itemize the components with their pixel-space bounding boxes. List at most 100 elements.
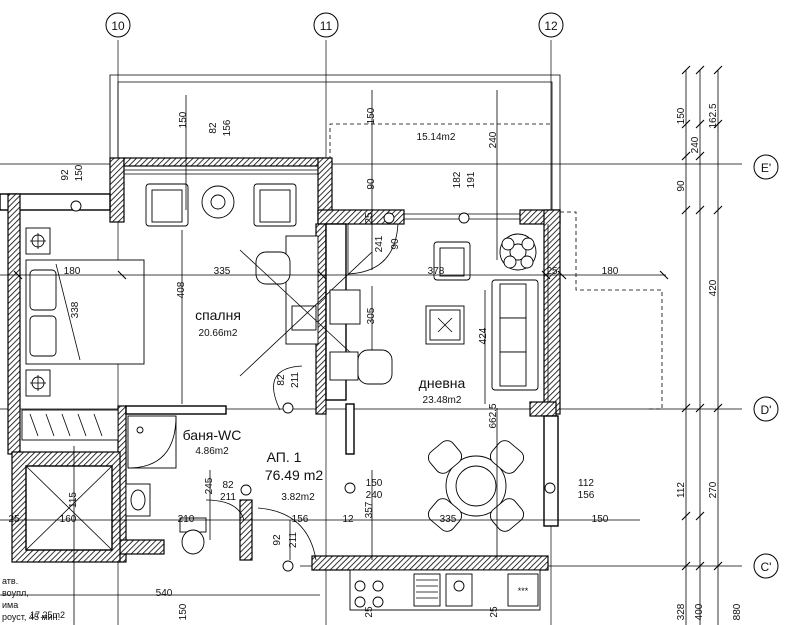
svg-text:92: 92 [60,169,71,181]
svg-text:241: 241 [374,235,385,252]
round-table-top [201,185,235,219]
terrace-area: 15.14m2 [417,132,456,143]
svg-text:92: 92 [272,534,283,546]
sink [125,483,151,517]
svg-text:335: 335 [214,266,231,277]
desk-bedroom [255,235,319,345]
armchair-left [145,183,189,227]
svg-text:210: 210 [178,514,195,525]
side-notes: атв. воупл, има роуст, 45 мин. 17.25m2 [2,576,65,622]
corridor-area: 3.82m2 [281,492,315,503]
armchair-living [433,241,471,281]
svg-text:156: 156 [292,514,309,525]
svg-text:211: 211 [290,372,301,388]
svg-text:245: 245 [204,477,215,494]
axis-bubble-12: 12 [538,12,564,38]
bedroom-name: спалня [195,307,241,323]
apartment-name: АП. 1 [267,449,302,465]
svg-text:156: 156 [578,490,595,501]
svg-text:150: 150 [366,107,377,124]
svg-text:82: 82 [222,480,234,491]
svg-text:162.5: 162.5 [708,103,719,128]
svg-text:180: 180 [602,266,619,277]
apartment-area: 76.49 m2 [265,467,324,483]
svg-text:115: 115 [68,492,79,508]
svg-text:25: 25 [364,606,375,618]
desk-living [329,289,393,385]
svg-text:240: 240 [488,131,499,148]
svg-text:10: 10 [111,19,125,33]
svg-text:182: 182 [452,171,463,188]
axis-bubble-11: 11 [313,12,339,38]
svg-text:D': D' [761,403,772,417]
svg-text:150: 150 [178,603,189,620]
dimension-lines [0,90,669,625]
bedroom-area: 20.66m2 [199,328,238,339]
svg-text:400: 400 [694,603,705,620]
dimension-labels: 150 82 156 150 240 92 150 182 191 90 25 … [8,107,618,620]
svg-text:12: 12 [342,514,354,525]
svg-text:90: 90 [366,178,377,190]
axis-bubble-d: D' [753,396,779,422]
axis-bubble-10: 10 [105,12,131,38]
wardrobe [21,409,119,441]
svg-text:335: 335 [440,514,457,525]
axis-bubble-e: E' [753,154,779,180]
svg-text:25: 25 [8,514,20,525]
svg-text:150: 150 [592,514,609,525]
svg-text:662.5: 662.5 [488,403,499,428]
svg-text:328: 328 [676,603,687,620]
living-name: дневна [419,375,466,391]
svg-text:160: 160 [60,514,77,525]
svg-text:191: 191 [466,171,477,188]
nightstand-bottom [25,369,51,397]
kitchen-counter: *** [349,569,541,611]
svg-text:роуст, 45 мин.: роуст, 45 мин. [2,612,60,622]
svg-text:211: 211 [288,532,299,548]
elevator-shaft [25,465,113,551]
svg-text:112: 112 [578,478,594,489]
axis-bubble-c: C' [753,553,779,579]
door-markers [70,200,556,572]
bed [25,259,145,365]
living-area: 23.48m2 [423,395,462,406]
plant [499,233,537,271]
svg-text:82: 82 [208,122,219,134]
svg-text:има: има [2,600,18,610]
svg-text:378: 378 [428,266,445,277]
svg-text:211: 211 [220,492,236,503]
toilet [179,517,207,555]
svg-text:180: 180 [64,266,81,277]
svg-text:атв.: атв. [2,576,18,586]
svg-text:338: 338 [70,301,81,318]
coffee-table [425,305,465,345]
svg-text:112: 112 [676,482,687,498]
svg-text:25: 25 [546,266,558,277]
svg-text:воупл,: воупл, [2,588,29,598]
sofa [491,279,539,391]
doors [205,223,399,561]
svg-text:880: 880 [732,603,743,620]
svg-text:17.25m2: 17.25m2 [30,610,65,620]
svg-text:420: 420 [708,279,719,296]
svg-text:25: 25 [364,212,375,224]
svg-text:357: 357 [364,501,375,518]
svg-text:90: 90 [390,238,401,250]
svg-text:150: 150 [178,111,189,128]
svg-text:82: 82 [276,374,287,386]
svg-text:150: 150 [366,478,383,489]
svg-text:25: 25 [489,606,500,618]
bath-name: баня-WC [183,427,242,443]
svg-text:C': C' [761,560,772,574]
svg-text:***: *** [518,586,529,596]
svg-text:150: 150 [676,107,687,124]
svg-text:305: 305 [366,307,377,324]
bath-area: 4.86m2 [195,446,229,457]
svg-text:156: 156 [222,119,233,136]
svg-text:90: 90 [676,180,687,192]
svg-text:240: 240 [690,136,701,153]
terrace-outline [109,74,663,410]
svg-text:424: 424 [478,327,489,344]
svg-text:E': E' [761,161,771,175]
